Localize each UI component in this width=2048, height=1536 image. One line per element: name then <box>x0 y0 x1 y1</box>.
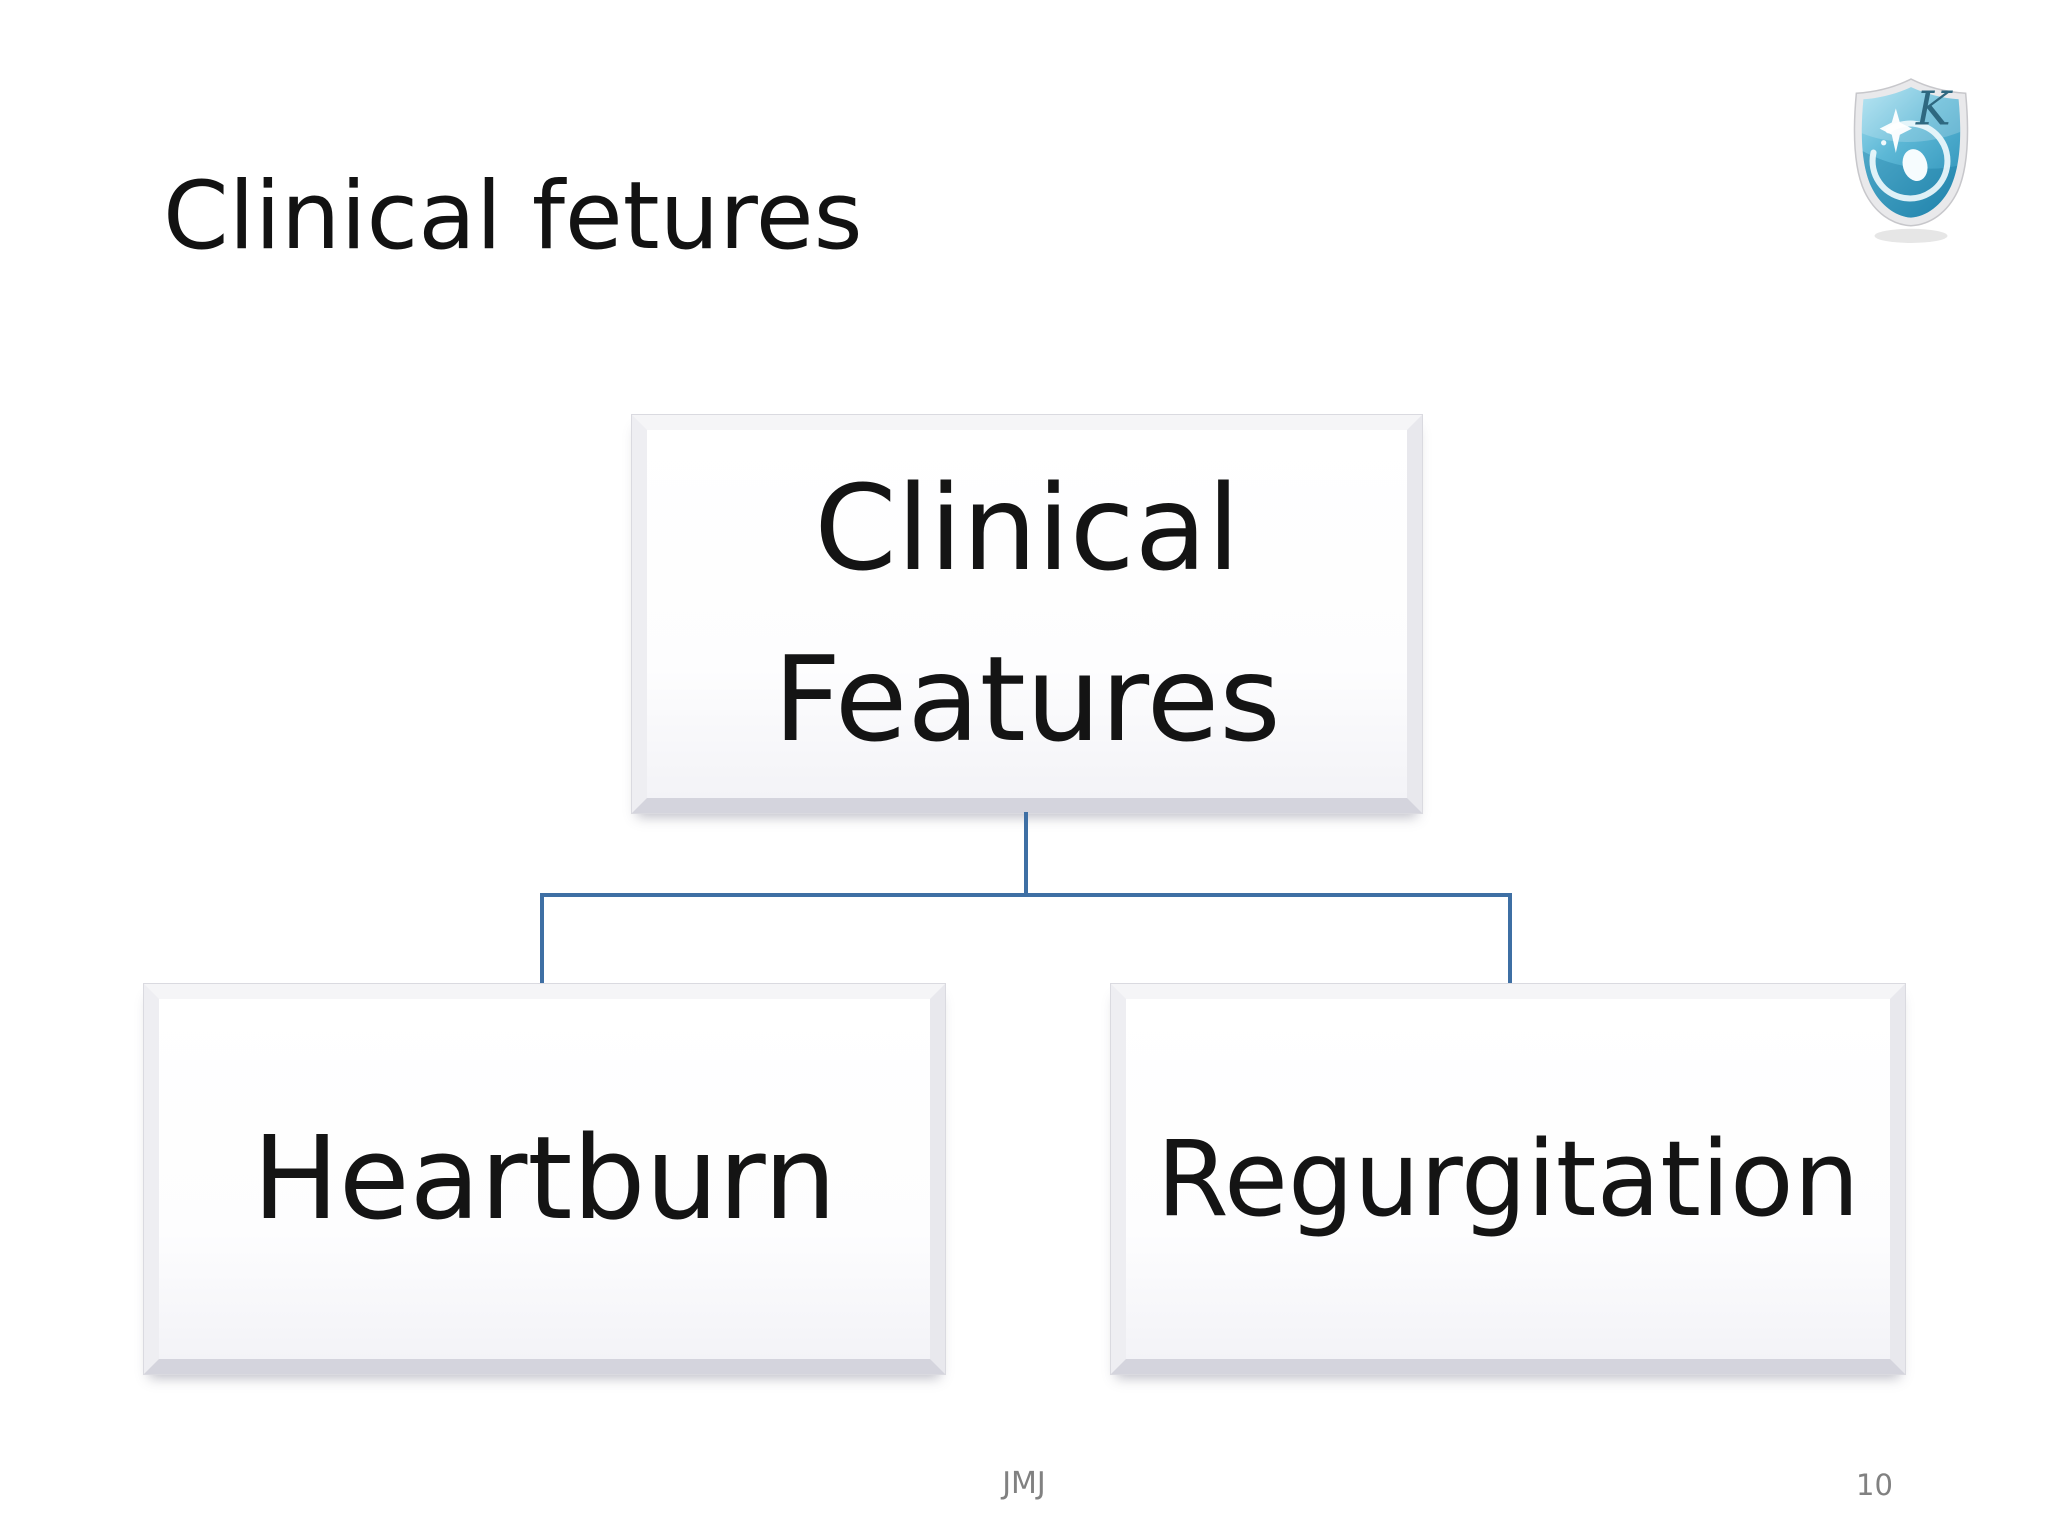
node-label: Heartburn <box>252 1112 837 1246</box>
node-label: Regurgitation <box>1156 1118 1860 1240</box>
footer-author: JMJ <box>1002 1466 1046 1501</box>
connector-stem <box>1024 812 1028 897</box>
shield-shade <box>1861 138 1961 218</box>
shield-logo-icon: K <box>1853 78 1969 243</box>
connector-drop-right <box>1508 893 1512 986</box>
shield-gloss <box>1861 87 1961 143</box>
logo-shadow <box>1874 228 1948 243</box>
diagram-node-regurgitation: Regurgitation <box>1111 984 1905 1374</box>
sparkle-icon <box>1879 108 1913 153</box>
slide-title: Clinical fetures <box>163 162 863 271</box>
sparkle-dot <box>1881 140 1887 146</box>
connector-drop-left <box>540 893 544 986</box>
logo-monogram: K <box>1915 82 1954 136</box>
connector-horizontal <box>540 893 1512 897</box>
footer-page-number: 10 <box>1856 1468 1893 1502</box>
logo-egg <box>1902 149 1928 181</box>
diagram-node-heartburn: Heartburn <box>144 984 945 1374</box>
diagram-node-clinical-features: Clinical Features <box>632 415 1422 813</box>
node-label: Clinical Features <box>773 458 1281 768</box>
